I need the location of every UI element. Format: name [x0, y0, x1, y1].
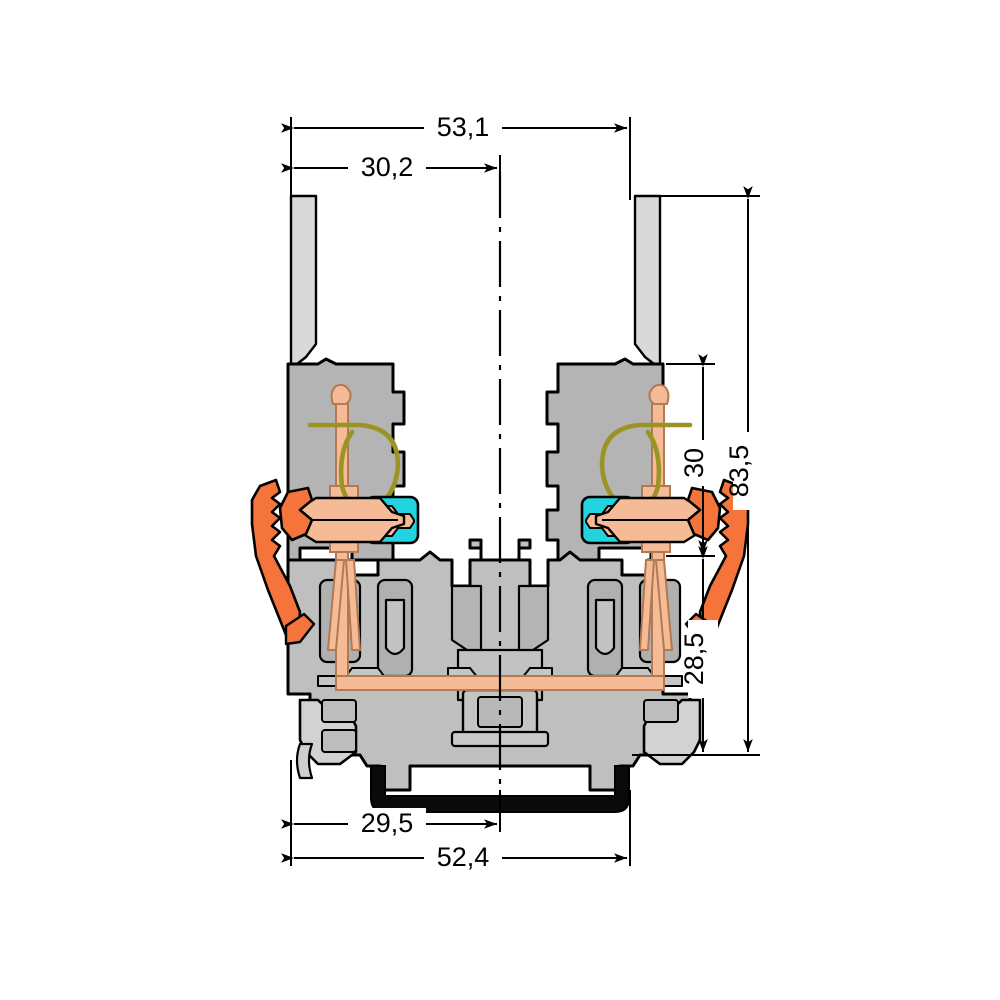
dim-label-right-overall: 83,5	[724, 445, 754, 498]
left-lever[interactable]	[250, 478, 302, 642]
center-trough-right	[517, 584, 550, 654]
right-clip-tab-1	[643, 699, 679, 723]
dim-label-bottom-overall: 52,4	[437, 842, 490, 872]
center-trough	[450, 584, 483, 654]
din-rail-mount	[295, 698, 702, 813]
right-lever[interactable]	[698, 478, 750, 642]
dimension-labels: 53,1 30,2 30 28,5 83,5 29,5 52,4	[348, 112, 763, 872]
contact-prongs	[298, 496, 702, 544]
dim-label-right-upper: 30	[679, 448, 709, 478]
dim-label-top-overall: 53,1	[437, 112, 490, 142]
left-clip-tab-1	[321, 699, 357, 723]
dim-label-right-lower: 28,5	[679, 633, 709, 686]
upper-right-wall	[633, 194, 662, 366]
right-contact-hook	[648, 383, 670, 405]
right-contact-leg-b	[638, 559, 656, 651]
left-contact-hook	[330, 383, 352, 405]
left-lever-foot	[284, 612, 316, 646]
left-clip-tab-2	[321, 729, 357, 753]
right-pin-stub	[594, 598, 616, 656]
din-rail-profile	[370, 765, 630, 813]
left-clip-spring	[295, 742, 314, 780]
upper-left-wall	[289, 194, 318, 366]
dim-label-top-partial: 30,2	[361, 152, 414, 182]
left-lever-arm	[278, 486, 314, 542]
left-pin-stub	[384, 598, 406, 656]
left-contact-leg-b	[344, 559, 362, 651]
right-contact-leg-a	[654, 559, 674, 651]
left-contact-leg-a	[326, 559, 346, 651]
dim-label-bottom-partial: 29,5	[361, 808, 414, 838]
